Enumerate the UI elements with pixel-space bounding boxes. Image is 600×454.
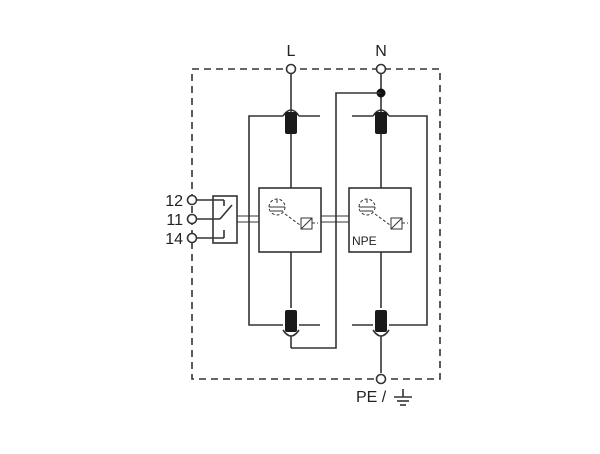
terminal-11 [186, 213, 198, 225]
fuse-l-bottom [285, 310, 297, 332]
varistor-symbol-left [268, 198, 318, 230]
mechanical-link [237, 215, 349, 223]
terminal-label-11: 11 [166, 212, 183, 229]
inner-frame-left [248, 115, 320, 326]
inner-frame-right [352, 115, 428, 326]
fuse-n-top [375, 112, 387, 134]
terminal-label-n: N [375, 43, 387, 60]
terminal-pe [375, 373, 387, 385]
neutral-path [372, 74, 390, 373]
terminal-14 [186, 232, 198, 244]
ground-icon [394, 389, 412, 406]
terminal-label-14: 14 [165, 231, 183, 248]
link-wire [291, 92, 381, 349]
remote-contact-switch [196, 199, 233, 239]
terminal-12 [186, 194, 198, 206]
varistor-symbol-right [358, 198, 408, 230]
terminal-n [375, 63, 387, 75]
npe-module-label: NPE [352, 234, 377, 248]
terminal-l [285, 63, 297, 75]
terminal-label-12: 12 [165, 193, 183, 210]
line-path [282, 74, 300, 348]
remote-contact-block [212, 195, 238, 244]
terminal-label-pe: PE / [356, 389, 387, 406]
fuse-l-top [285, 112, 297, 134]
fuse-n-bottom [375, 310, 387, 332]
terminal-label-l: L [287, 43, 296, 60]
